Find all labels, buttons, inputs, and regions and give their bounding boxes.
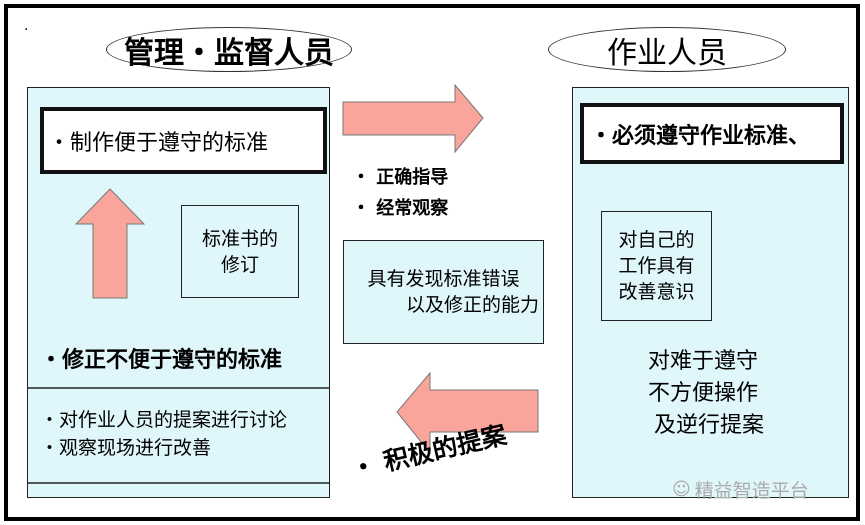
left-bold-item: ・修正不便于遵守的标准 [40,348,283,373]
right-top-box: ・必须遵守作业标准、 [580,103,844,164]
right-small-box: 对自己的 工作具有 改善意识 [601,211,712,321]
dot: · [24,22,29,38]
left-title: 管理・监督人员 [106,27,352,72]
line: 工作具有 [618,255,695,277]
outer-frame [4,4,860,521]
watermark-text: 精益智造平台 [694,480,809,502]
left-arrow [396,371,539,455]
middle-box: 具有发现标准错误 以及修正的能力 [343,240,544,344]
left-list: ・对作业人员的提案进行讨论 ・观察现场进行改善 [40,406,287,462]
list-item: ・观察现场进行改善 [40,437,212,459]
line: 以及修正的能力 [405,294,539,316]
bullet-item: ・ 正确指导 [352,167,449,188]
list-item: ・对作业人员的提案进行讨论 [40,409,288,431]
line: 对自己的 [618,229,695,251]
left-small-box: 标准书的 修订 [181,205,299,298]
right-title: 作业人员 [548,27,786,72]
right-arrow [342,83,484,154]
wechat-icon: ☺ [672,479,691,500]
line: 对难于遵守 [648,349,759,374]
line: 及逆行提案 [654,413,765,438]
line: 修订 [220,253,259,276]
line: 改善意识 [618,281,695,303]
line: 标准书的 [201,227,278,250]
up-arrow [74,188,146,299]
left-top-box: ・制作便于遵守的标准 [40,107,327,174]
bullet-item: ・ 经常观察 [352,198,449,219]
middle-bullets: ・ 正确指导 ・ 经常观察 [352,162,448,224]
watermark: ☺ 精益智造平台 [672,476,809,503]
right-text: 对难于遵守 不方便操作 及逆行提案 [648,346,764,442]
line: 具有发现标准错误 [367,268,520,290]
line: 不方便操作 [648,381,759,406]
